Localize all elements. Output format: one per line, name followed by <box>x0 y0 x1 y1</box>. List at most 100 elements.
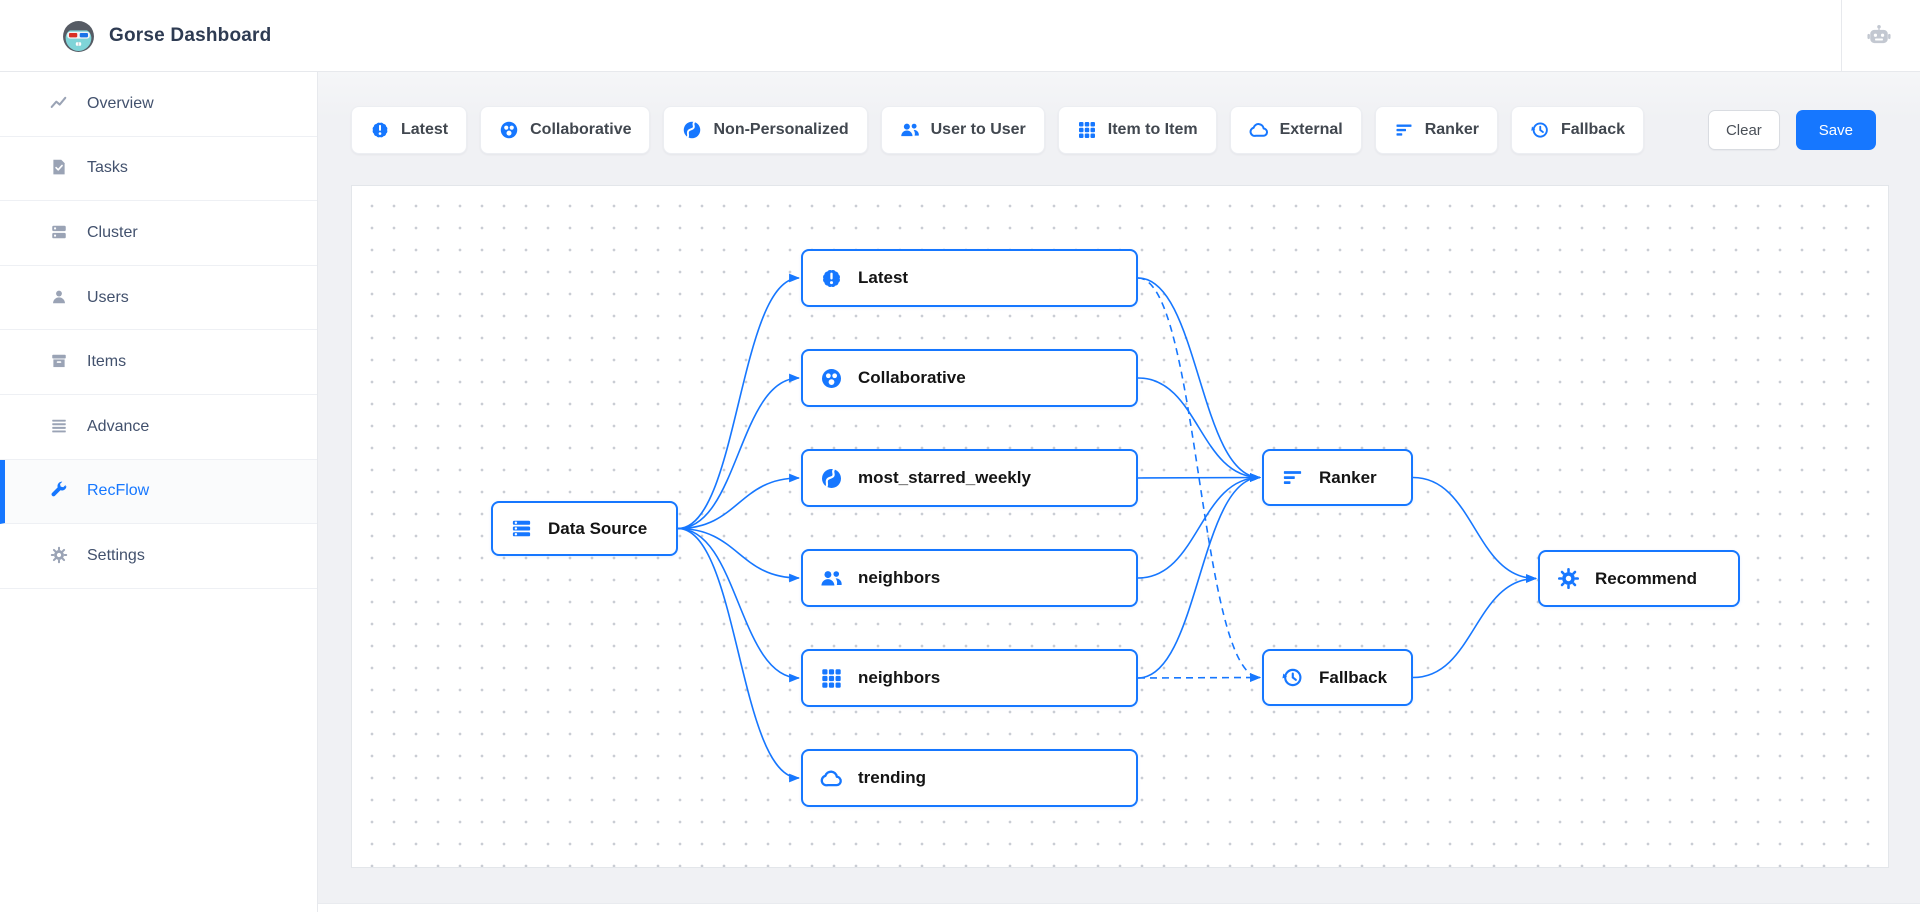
flow-node-label: Collaborative <box>858 368 966 387</box>
ranker-lines-icon <box>1394 120 1414 140</box>
flow-edge-data_source-to-trending[interactable] <box>677 527 801 783</box>
flow-edge-fallback-to-recommend[interactable] <box>1412 574 1538 679</box>
sidebar-item-label: Advance <box>87 417 150 435</box>
page-title: Gorse Dashboard <box>109 25 272 46</box>
header-divider <box>1841 0 1842 71</box>
flow-edge-neighbors_item-to-ranker[interactable] <box>1137 473 1262 679</box>
flow-node-label: Recommend <box>1595 568 1698 588</box>
grid-icon <box>820 667 843 690</box>
flow-node-label: most_starred_weekly <box>858 468 1031 487</box>
sidebar-item-label: Cluster <box>87 223 138 241</box>
new-badge-icon <box>370 120 390 140</box>
save-button[interactable]: Save <box>1795 110 1876 150</box>
flow-edge-data_source-to-most_starred_weekly[interactable] <box>677 473 801 530</box>
flow-node-neighbors_user[interactable]: neighbors <box>801 549 1138 607</box>
sidebar-item-label: Tasks <box>87 159 128 177</box>
flow-node-label: Ranker <box>1319 467 1377 487</box>
sidebar-item-users[interactable]: Users <box>0 266 317 331</box>
flow-edge-most_starred_weekly-to-ranker[interactable] <box>1137 473 1262 482</box>
node-palette-toolbar: Latest Collaborative Non-Personalized User … <box>351 106 1876 154</box>
people-icon <box>820 567 843 590</box>
sidebar-item-tasks[interactable]: Tasks <box>0 137 317 202</box>
sidebar-item-advance[interactable]: Advance <box>0 395 317 460</box>
history-icon <box>1281 666 1304 689</box>
flow-edge-neighbors_item-to-fallback[interactable] <box>1137 673 1262 682</box>
palette-item-label: External <box>1279 121 1343 138</box>
palette-item-label: Item to Item <box>1107 121 1198 138</box>
flow-node-most_starred_weekly[interactable]: most_starred_weekly <box>801 449 1138 507</box>
list-rows-icon <box>510 517 533 540</box>
flow-edges-layer <box>677 273 1538 783</box>
palette-item-item-to-item[interactable]: Item to Item <box>1057 106 1217 154</box>
gear-icon <box>1557 567 1580 590</box>
palette-item-ranker[interactable]: Ranker <box>1374 106 1498 154</box>
flow-edge-data_source-to-neighbors_user[interactable] <box>677 527 801 583</box>
flow-edge-latest-to-ranker[interactable] <box>1137 277 1262 482</box>
person-icon <box>50 288 70 308</box>
flow-node-ranker[interactable]: Ranker <box>1262 449 1413 506</box>
flow-edge-data_source-to-latest[interactable] <box>677 273 801 530</box>
flow-node-label: neighbors <box>858 568 941 587</box>
flow-edge-data_source-to-collaborative[interactable] <box>677 373 801 530</box>
palette-item-label: Non-Personalized <box>713 121 849 138</box>
flow-node-collaborative[interactable]: Collaborative <box>801 349 1138 407</box>
history-icon <box>1530 120 1550 140</box>
palette-item-user-to-user[interactable]: User to User <box>880 106 1045 154</box>
flow-node-label: Fallback <box>1319 667 1388 687</box>
globe-icon <box>820 467 843 490</box>
sidebar-item-items[interactable]: Items <box>0 330 317 395</box>
flow-node-fallback[interactable]: Fallback <box>1262 649 1413 706</box>
cloud-icon <box>820 767 843 790</box>
sidebar-item-label: Overview <box>87 94 154 112</box>
clear-button[interactable]: Clear <box>1707 110 1780 150</box>
flow-node-latest[interactable]: Latest <box>801 249 1138 307</box>
globe-icon <box>682 120 702 140</box>
sidebar-item-recflow[interactable]: RecFlow <box>0 459 317 525</box>
sidebar-item-overview[interactable]: Overview <box>0 72 317 137</box>
brand: Gorse Dashboard <box>62 0 271 72</box>
flow-edge-latest-to-fallback[interactable] <box>1137 277 1262 682</box>
flow-node-data_source[interactable]: Data Source <box>491 501 678 556</box>
sidebar-item-cluster[interactable]: Cluster <box>0 201 317 266</box>
server-icon <box>50 223 70 243</box>
flow-edge-collaborative-to-ranker[interactable] <box>1137 377 1262 482</box>
palette-item-collaborative[interactable]: Collaborative <box>480 106 651 154</box>
gorse-logo-icon <box>62 20 95 53</box>
palette-item-external[interactable]: External <box>1229 106 1362 154</box>
collaborative-icon <box>820 367 843 390</box>
grid-icon <box>1077 120 1097 140</box>
palette-item-label: User to User <box>930 121 1026 138</box>
collaborative-icon <box>499 120 519 140</box>
lines-icon <box>50 417 70 437</box>
sidebar-item-settings[interactable]: Settings <box>0 524 317 589</box>
flow-node-neighbors_item[interactable]: neighbors <box>801 649 1138 707</box>
flow-node-recommend[interactable]: Recommend <box>1538 550 1740 607</box>
line-chart-icon <box>50 94 70 114</box>
flow-edge-neighbors_user-to-ranker[interactable] <box>1137 473 1262 579</box>
palette-item-label: Fallback <box>1560 121 1625 138</box>
flow-node-label: Latest <box>858 268 909 287</box>
wrench-icon <box>50 481 70 501</box>
ranker-lines-icon <box>1281 466 1304 489</box>
flow-node-label: Data Source <box>548 518 648 538</box>
flow-node-trending[interactable]: trending <box>801 749 1138 807</box>
palette-item-label: Latest <box>401 121 449 138</box>
flow-node-label: neighbors <box>858 668 941 687</box>
archive-icon <box>50 352 70 372</box>
palette-item-fallback[interactable]: Fallback <box>1510 106 1644 154</box>
robot-icon[interactable] <box>1858 17 1900 55</box>
footer-strip <box>318 903 1920 912</box>
palette-item-latest[interactable]: Latest <box>351 106 468 154</box>
flow-node-label: trending <box>858 768 926 787</box>
palette-item-non-personalized[interactable]: Non-Personalized <box>663 106 868 154</box>
app-header: Gorse Dashboard <box>0 0 1920 72</box>
flow-edge-data_source-to-neighbors_item[interactable] <box>677 527 801 683</box>
gear-icon <box>50 546 70 566</box>
cloud-icon <box>1249 120 1269 140</box>
flow-edge-ranker-to-recommend[interactable] <box>1412 476 1538 583</box>
new-badge-icon <box>820 267 843 290</box>
palette-item-label: Ranker <box>1424 121 1479 138</box>
